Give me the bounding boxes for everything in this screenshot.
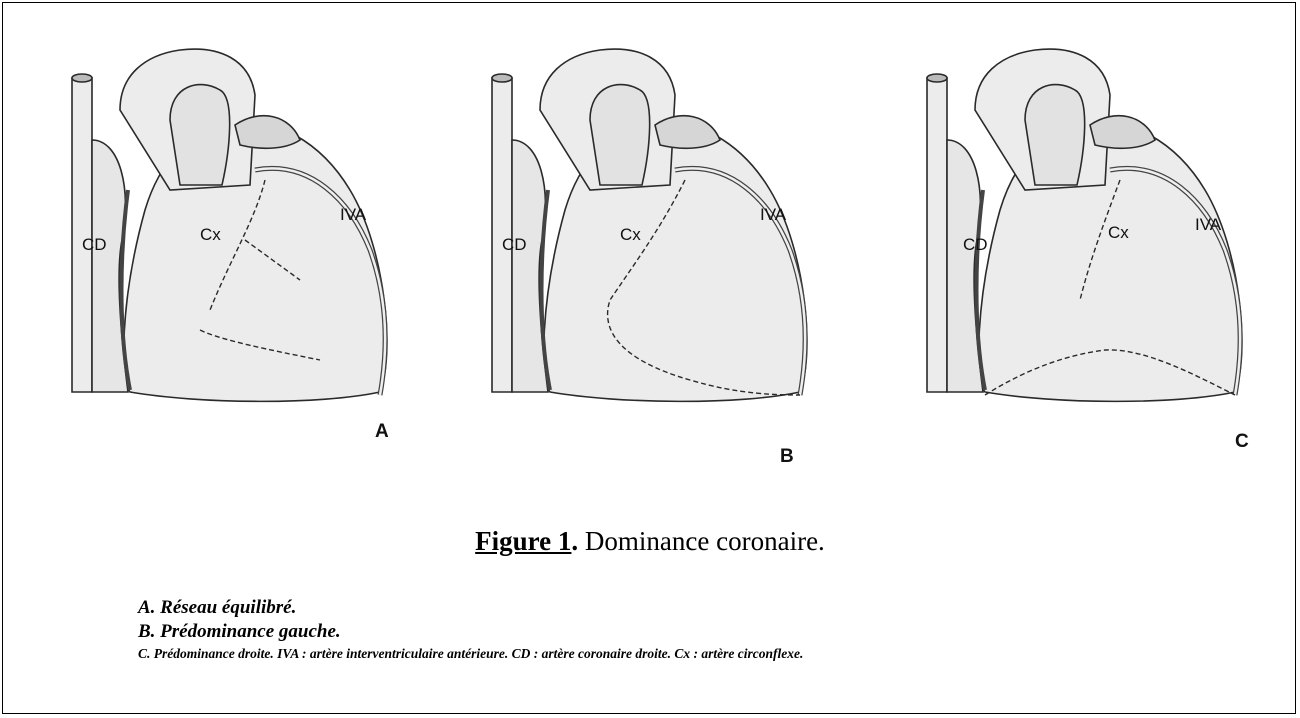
label-cd: CD bbox=[502, 235, 527, 254]
pulmonary-trunk bbox=[170, 85, 230, 185]
legend-line-a: A. Réseau équilibré. bbox=[138, 596, 803, 620]
left-atrium bbox=[1090, 116, 1155, 149]
left-atrium bbox=[655, 116, 720, 149]
heart-diagram-c: CD Cx IVA C bbox=[905, 0, 1265, 470]
label-cx: Cx bbox=[200, 225, 221, 244]
vena-cava-opening bbox=[927, 74, 947, 82]
label-cd: CD bbox=[963, 235, 988, 254]
heart-diagram-a: CD Cx IVA A bbox=[50, 0, 410, 470]
heart-drawing-a bbox=[72, 49, 387, 401]
heart-diagram-b: CD Cx IVA B bbox=[470, 0, 830, 470]
pulmonary-trunk bbox=[1025, 85, 1085, 185]
heart-drawing-b bbox=[492, 49, 807, 401]
left-atrium bbox=[235, 116, 300, 149]
label-cx: Cx bbox=[1108, 223, 1129, 242]
label-iva: IVA bbox=[1195, 215, 1222, 234]
label-cd: CD bbox=[82, 235, 107, 254]
panel-letter-b: B bbox=[780, 446, 794, 467]
panel-letter-a: A bbox=[375, 421, 389, 442]
legend-line-c: C. Prédominance droite. IVA : artère int… bbox=[138, 644, 803, 664]
vena-cava-opening bbox=[492, 74, 512, 82]
figure-title: Dominance coronaire. bbox=[578, 526, 825, 556]
label-iva: IVA bbox=[760, 205, 787, 224]
vena-cava-tube bbox=[927, 78, 947, 392]
figure-legend: A. Réseau équilibré. B. Prédominance gau… bbox=[138, 596, 803, 664]
vena-cava-opening bbox=[72, 74, 92, 82]
panel-letter-c: C bbox=[1235, 431, 1249, 452]
label-cx: Cx bbox=[620, 225, 641, 244]
figure-label: Figure 1 bbox=[475, 526, 571, 556]
pulmonary-trunk bbox=[590, 85, 650, 185]
legend-line-b: B. Prédominance gauche. bbox=[138, 620, 803, 644]
label-iva: IVA bbox=[340, 205, 367, 224]
figure-caption: Figure 1. Dominance coronaire. bbox=[0, 526, 1300, 557]
